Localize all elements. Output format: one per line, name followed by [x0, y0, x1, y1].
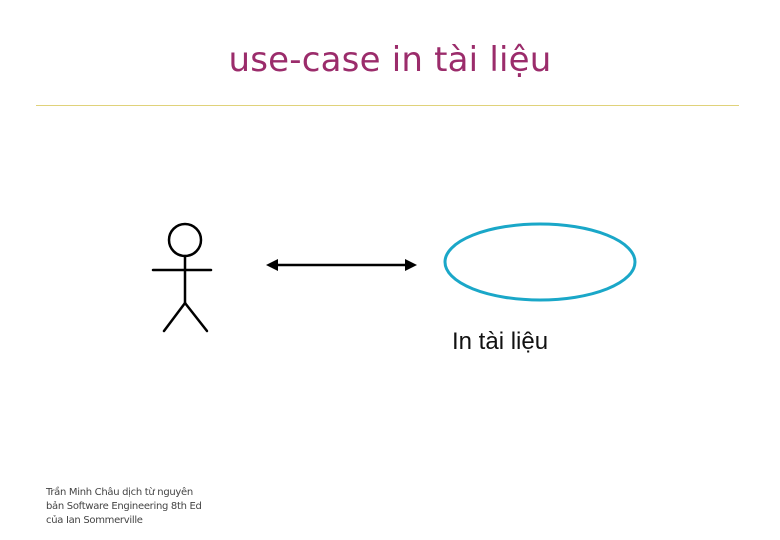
actor-icon — [151, 222, 213, 333]
title-divider — [36, 105, 739, 106]
footer-line: của Ian Sommerville — [46, 515, 143, 526]
actor-left-leg — [162, 301, 187, 333]
footer-line: Trần Minh Châu dịch từ nguyên — [46, 487, 193, 498]
association-arrow-icon — [266, 259, 417, 271]
use-case-label: In tài liệu — [452, 328, 549, 355]
use-case-ellipse — [443, 222, 637, 302]
slide-title: use-case in tài liệu — [228, 40, 552, 80]
actor-right-leg — [183, 301, 209, 333]
footer-line: bản Software Engineering 8th Ed — [46, 501, 202, 512]
actor-head — [167, 222, 203, 258]
footer-credit: Trần Minh Châu dịch từ nguyên bản Softwa… — [46, 486, 226, 528]
